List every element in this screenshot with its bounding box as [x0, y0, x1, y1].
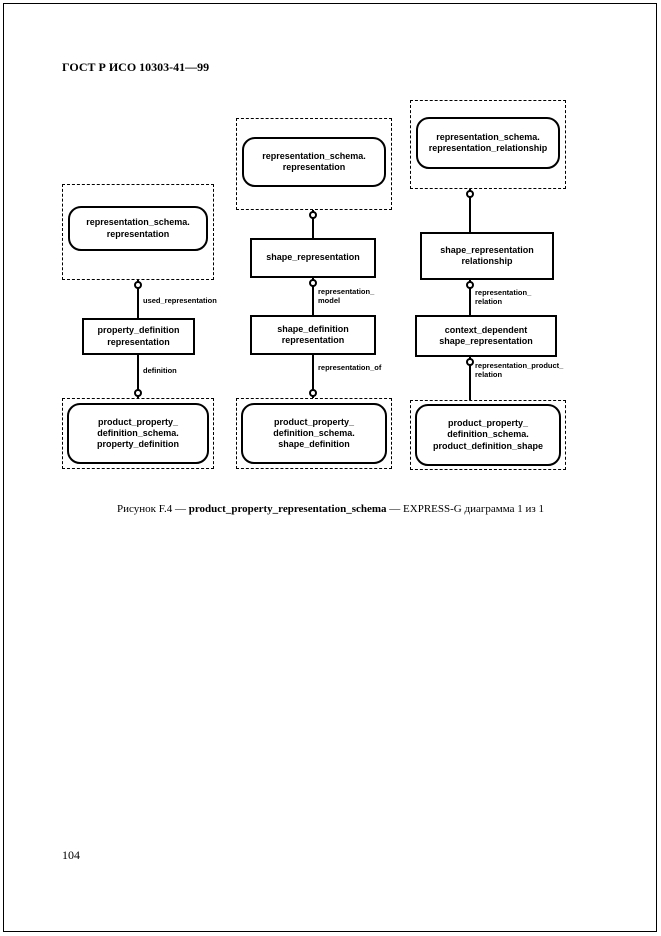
- box-label-line: representation_schema.: [262, 150, 366, 161]
- relation-circle: [309, 211, 317, 219]
- caption-schema-name: product_property_representation_schema: [188, 503, 387, 515]
- entity-shape-definition-representation: shape_definition representation: [250, 315, 376, 355]
- box-label-line: representation: [106, 228, 170, 239]
- box-label-line: representation: [281, 335, 345, 345]
- box-label-line: representation_schema.: [86, 217, 190, 228]
- interschema-ref-frame: [62, 184, 214, 280]
- box-label-line: shape_definition: [278, 439, 350, 450]
- relation-label: representation_of: [318, 363, 382, 372]
- document-header: ГОСТ Р ИСО 10303-41—99: [62, 60, 210, 74]
- relation-line: [469, 189, 471, 232]
- box-label-line: representation: [107, 336, 170, 347]
- relation-label-line: representation_: [475, 288, 532, 297]
- page-number: 104: [62, 848, 80, 862]
- relation-label-line: representation_: [318, 287, 375, 296]
- box-label-line: definition_schema.: [447, 429, 529, 440]
- caption-prefix: Рисунок F.4 —: [117, 503, 189, 515]
- interschema-ref-frame: [410, 400, 566, 470]
- box-label-line: product_definition_shape: [432, 440, 543, 451]
- entity-shape-representation: shape_representation: [250, 238, 376, 278]
- box-label-line: relationship: [461, 256, 513, 266]
- figure-caption: Рисунок F.4 — product_property_represent…: [0, 503, 661, 515]
- relation-circle: [309, 389, 317, 397]
- relation-circle: [134, 389, 142, 397]
- box-label-line: property_definition: [96, 439, 179, 450]
- relation-line: [137, 355, 139, 398]
- entity-shape-representation-relationship: shape_representation relationship: [420, 232, 554, 280]
- relation-circle: [466, 281, 474, 289]
- relation-label-line: relation: [475, 297, 503, 307]
- relation-label: representation_ model: [318, 287, 374, 306]
- relation-label: representation_product_ relation: [475, 361, 563, 380]
- relation-label-line: relation: [475, 370, 503, 380]
- entity-property-definition-representation: property_definition representation: [82, 318, 195, 355]
- relation-circle: [466, 190, 474, 198]
- relation-line: [312, 355, 314, 398]
- relation-label: definition: [143, 366, 177, 375]
- box-label-line: product_property_: [273, 416, 354, 427]
- page-ref-representation: representation_schema. representation: [242, 137, 386, 187]
- relation-line: [469, 280, 471, 315]
- entity-context-dependent-shape-representation: context_dependent shape_representation: [415, 315, 557, 357]
- relation-label: used_representation: [143, 296, 217, 305]
- interschema-ref-frame: [236, 398, 392, 469]
- box-label-line: representation_schema.: [436, 131, 540, 142]
- box-label-line: representation: [282, 162, 346, 172]
- page-ref-representation: representation_schema. representation: [68, 206, 208, 251]
- relation-circle: [309, 279, 317, 287]
- box-label-line: definition_schema.: [273, 427, 355, 438]
- box-label-line: shape_representation: [440, 244, 534, 255]
- box-label-line: property_definition: [97, 325, 180, 336]
- box-label-line: definition_schema.: [97, 427, 179, 438]
- interschema-ref-frame: [410, 100, 566, 189]
- relation-label-line: representation_product_: [475, 361, 564, 370]
- caption-suffix: — EXPRESS-G диаграмма 1 из 1: [386, 503, 544, 515]
- page-ref-property-definition: product_property_ definition_schema. pro…: [67, 403, 209, 464]
- box-label-line: shape_definition: [277, 323, 349, 334]
- interschema-ref-frame: [236, 118, 392, 210]
- relation-line: [137, 280, 139, 318]
- page-ref-representation-relationship: representation_schema. representation_re…: [416, 117, 560, 169]
- relation-label-line: model: [318, 296, 341, 306]
- box-label-line: shape_representation: [266, 252, 360, 263]
- page-ref-product-definition-shape: product_property_ definition_schema. pro…: [415, 404, 561, 466]
- box-label-line: context_dependent: [444, 324, 528, 335]
- box-label-line: product_property_: [97, 416, 178, 427]
- relation-line: [312, 210, 314, 238]
- box-label-line: shape_representation: [439, 336, 533, 346]
- interschema-ref-frame: [62, 398, 214, 469]
- box-label-line: representation_relationship: [428, 143, 548, 153]
- relation-label: representation_ relation: [475, 288, 531, 307]
- relation-line: [312, 278, 314, 315]
- relation-circle: [466, 358, 474, 366]
- page-ref-shape-definition: product_property_ definition_schema. sha…: [241, 403, 387, 464]
- relation-circle: [134, 281, 142, 289]
- box-label-line: product_property_: [447, 418, 528, 429]
- relation-line: [469, 357, 471, 400]
